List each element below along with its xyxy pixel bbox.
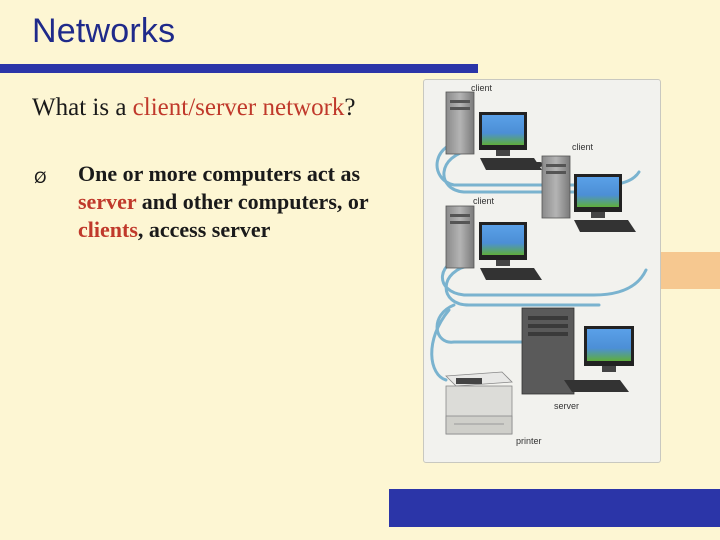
client-mid-computer [445,205,542,280]
server-computer [521,307,634,395]
question-heading: What is a client/server network? [32,92,362,123]
label-server: server [554,401,580,411]
network-diagram-svg [430,91,648,435]
bullet-part-1: One or more computers act as [78,161,361,186]
bullet-part-2: and other computers, or [136,189,369,214]
label-client-top: client [471,83,493,93]
question-text-start: What is a [32,94,133,121]
slide-title: Networks [32,12,176,50]
client-right-computer [541,155,636,232]
bullet-arrow-icon: Ø [34,168,47,187]
bullet-part-3: , access server [137,217,271,242]
client-top-computer [445,91,542,170]
label-printer: printer [516,436,542,446]
cable-printer [430,308,451,382]
bullet-text: One or more computers act as server and … [78,160,378,244]
bottom-accent-bar [389,489,720,527]
printer [445,371,513,435]
question-highlight: client/server network [132,94,345,121]
title-underline-bar [0,64,478,73]
right-accent-block [661,252,720,289]
label-client-mid: client [473,196,495,206]
bullet-highlight-clients: clients [78,217,138,242]
bullet-highlight-server: server [78,189,137,214]
question-text-end: ? [344,94,356,121]
label-client-right: client [572,142,594,152]
network-diagram-panel: client client client server printer [423,79,661,463]
